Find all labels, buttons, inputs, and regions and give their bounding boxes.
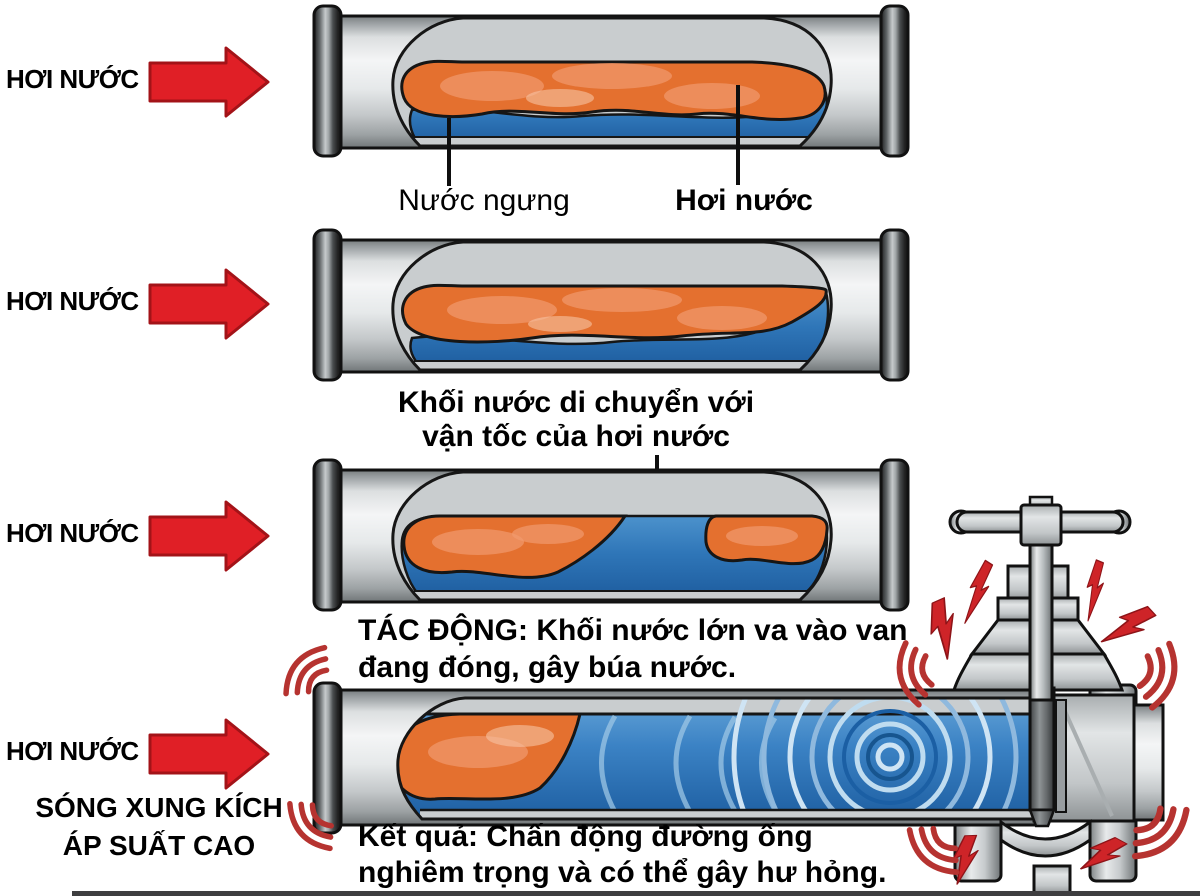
pointer-line-condensate (447, 118, 451, 186)
steam-arrow-icon (148, 46, 270, 790)
slug-caption: Khối nước di chuyển với vận tốc của hơi … (378, 386, 774, 454)
pipe-stage-3 (312, 458, 910, 612)
condensate-label: Nước ngưng (398, 184, 570, 217)
impact-caption-line1: TÁC ĐỘNG: Khối nước lớn va vào van (358, 614, 908, 647)
steam-flow-label-2: HƠI NƯỚC (6, 286, 139, 316)
impact-caption-line2: đang đóng, gây búa nước. (358, 651, 737, 684)
shockwave-label-line2: ÁP SUẤT CAO (62, 830, 256, 861)
result-caption-line2: nghiêm trọng và có thể gây hư hỏng. (358, 856, 887, 889)
valve-outlet (1131, 703, 1165, 822)
pipe-stage-2 (312, 228, 910, 382)
pipe-flange (312, 228, 343, 382)
shockwave-label-line1: SÓNG XUNG KÍCH (35, 792, 283, 823)
slug-caption-line1: Khối nước di chuyển với (397, 386, 755, 419)
pipe-flange (879, 228, 910, 382)
pipe-flange (879, 4, 910, 158)
bottom-edge-bar (72, 891, 1200, 896)
pipe-stage-4 (277, 495, 1195, 896)
gate-valve (948, 495, 1136, 896)
pointer-line-steam (736, 85, 740, 185)
slug-caption-line2: vận tốc của hơi nước (422, 420, 730, 453)
pipe-flange (879, 458, 910, 612)
steam-flow-label-1: HƠI NƯỚC (6, 64, 139, 94)
valve-stem (1028, 528, 1054, 702)
result-caption-line1: Kết quả: Chấn động đường ống (358, 820, 813, 853)
steam-pocket-label: Hơi nước (675, 184, 813, 217)
steam-flow-label-4: HƠI NƯỚC (6, 736, 139, 766)
shockwave-rings (731, 698, 1036, 819)
result-caption: Kết quả: Chấn động đường ống nghiêm trọn… (358, 819, 886, 891)
pipe-stage-1 (312, 4, 910, 158)
pipe-flange (312, 681, 343, 835)
pipe-flange (312, 458, 343, 612)
pipe-flange (312, 4, 343, 158)
valve-gate (1028, 686, 1056, 812)
impact-caption: TÁC ĐỘNG: Khối nước lớn va vào van đang … (358, 612, 907, 686)
steam-flow-label-3: HƠI NƯỚC (6, 518, 139, 548)
shockwave-label: SÓNG XUNG KÍCH ÁP SUẤT CAO (0, 789, 318, 865)
